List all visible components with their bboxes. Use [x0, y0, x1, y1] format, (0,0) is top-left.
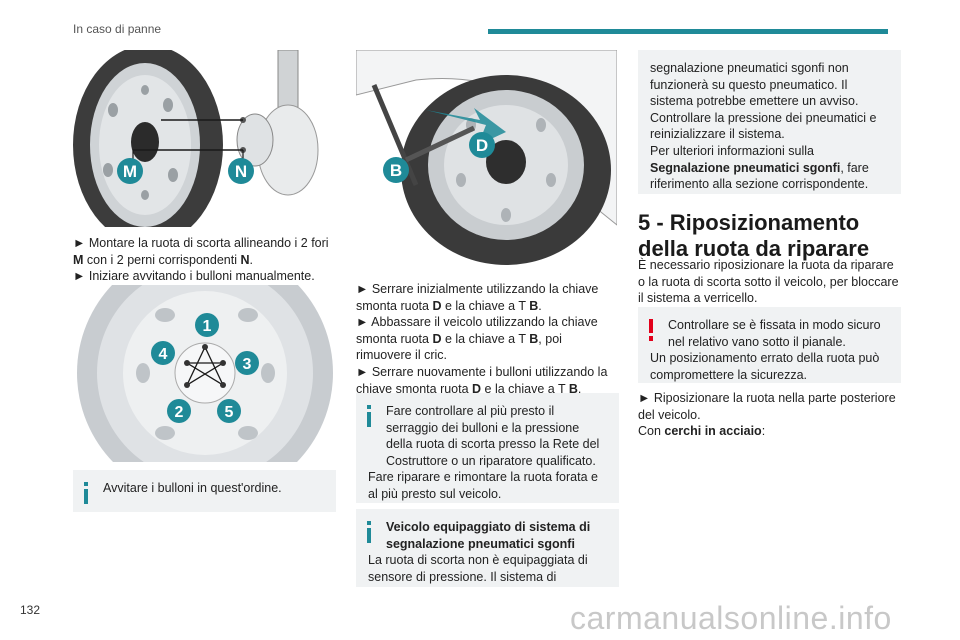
- bolt-label-4: 4: [159, 346, 168, 363]
- marker-label-m: M: [123, 162, 137, 181]
- section-heading: 5 - Riposizionamento della ruota da ripa…: [638, 210, 870, 261]
- secure-fixing-warning: Controllare se è fissata in modo sicuro …: [638, 307, 901, 383]
- bolt-order-illustration: 1 2 3 4 5: [73, 285, 336, 462]
- step-start-bolts: ► Iniziare avvitando i bulloni manualmen…: [73, 269, 315, 284]
- tighten-steps: ► Serrare inizialmente utilizzando la ch…: [356, 281, 619, 397]
- wrench-tightening-illustration: B D: [356, 50, 617, 268]
- reposition-steps: ► Riposizionare la ruota nella parte pos…: [638, 391, 896, 439]
- tyre-pressure-system-note-continued: segnalazione pneumatici sgonfi non funzi…: [638, 50, 901, 194]
- page-number: 132: [20, 603, 41, 617]
- marker-label-n: N: [235, 162, 247, 181]
- warning-icon: [649, 319, 653, 341]
- tyre-pressure-system-note: Veicolo equipaggiato di sistema di segna…: [356, 509, 619, 587]
- info-icon: [367, 405, 371, 427]
- bolt-label-3: 3: [243, 356, 252, 373]
- marker-label-b: B: [390, 161, 402, 180]
- info-icon: [84, 482, 88, 504]
- section-title: In caso di panne: [73, 22, 162, 36]
- bolt-label-1: 1: [203, 318, 212, 335]
- bolt-label-2: 2: [175, 404, 184, 421]
- info-icon: [367, 521, 371, 543]
- bolt-order-note: Avvitare i bulloni in quest'ordine.: [73, 470, 336, 512]
- marker-label-d: D: [476, 136, 488, 155]
- step-lower-vehicle: ► Abbassare il veicolo utilizzando la ch…: [356, 315, 598, 363]
- bolt-label-5: 5: [225, 404, 234, 421]
- reposition-intro: È necessario riposizionare la ruota da r…: [638, 258, 899, 306]
- step-tighten-initial: ► Serrare inizialmente utilizzando la ch…: [356, 282, 599, 313]
- step-retighten: ► Serrare nuovamente i bulloni utilizzan…: [356, 364, 608, 396]
- step-mount-wheel: ► Montare la ruota di scorta allineando …: [73, 236, 329, 284]
- check-tightening-note: Fare controllare al più presto il serrag…: [356, 393, 619, 503]
- header-accent-bar: [488, 29, 888, 34]
- wheel-alignment-illustration: M N: [73, 50, 336, 227]
- watermark: carmanualsonline.info: [570, 600, 892, 636]
